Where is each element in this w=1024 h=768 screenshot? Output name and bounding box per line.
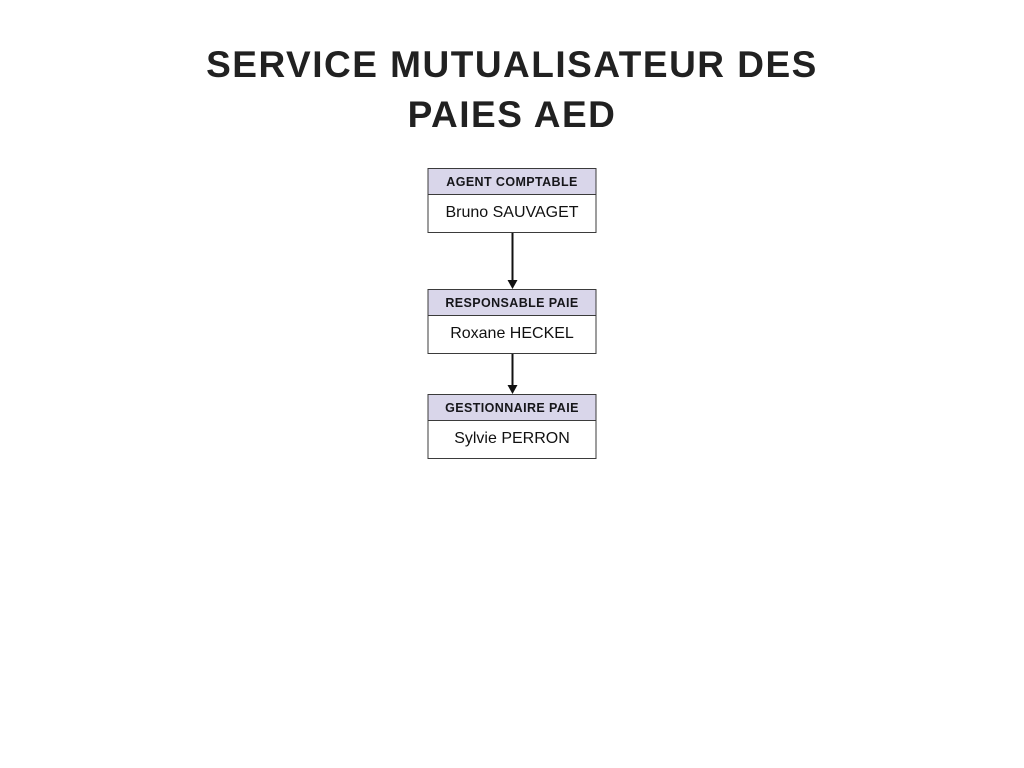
page-title-line1: SERVICE MUTUALISATEUR DES bbox=[206, 44, 818, 85]
org-chart: AGENT COMPTABLE Bruno SAUVAGET RESPONSAB… bbox=[427, 168, 597, 459]
page-title-line2: PAIES AED bbox=[407, 94, 617, 135]
org-node-responsable-paie: RESPONSABLE PAIE Roxane HECKEL bbox=[427, 289, 597, 354]
arrow-down-icon bbox=[507, 385, 517, 394]
org-node-agent-comptable: AGENT COMPTABLE Bruno SAUVAGET bbox=[427, 168, 597, 233]
page-title: SERVICE MUTUALISATEUR DES PAIES AED bbox=[0, 40, 1024, 140]
org-node-role: AGENT COMPTABLE bbox=[428, 169, 596, 195]
connector-line bbox=[511, 233, 513, 280]
org-node-role: GESTIONNAIRE PAIE bbox=[428, 395, 596, 421]
connector-arrow-1 bbox=[507, 233, 517, 289]
connector-line bbox=[511, 354, 513, 385]
org-node-name: Sylvie PERRON bbox=[428, 421, 596, 458]
org-node-role: RESPONSABLE PAIE bbox=[428, 290, 596, 316]
org-node-name: Roxane HECKEL bbox=[428, 316, 596, 353]
org-node-gestionnaire-paie: GESTIONNAIRE PAIE Sylvie PERRON bbox=[427, 394, 597, 459]
connector-arrow-2 bbox=[507, 354, 517, 394]
arrow-down-icon bbox=[507, 280, 517, 289]
org-node-name: Bruno SAUVAGET bbox=[428, 195, 596, 232]
